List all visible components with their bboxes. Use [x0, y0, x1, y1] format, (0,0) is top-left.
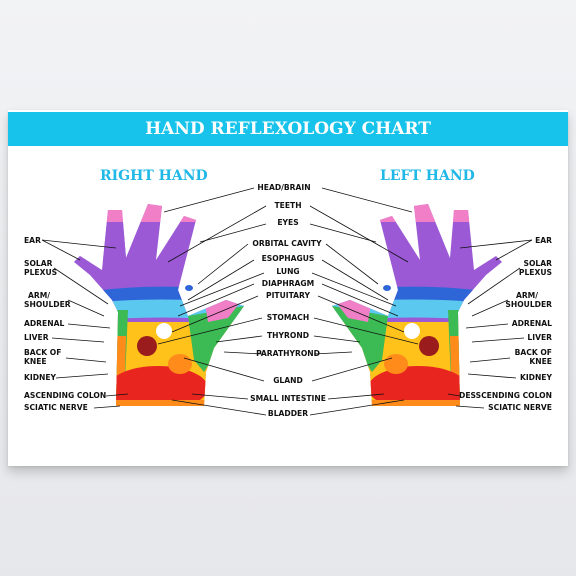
right-label-arm: ARM/: [28, 291, 51, 300]
leader-lines: [41, 187, 533, 416]
label-diaphragm: DIAPHRAGM: [261, 279, 315, 288]
left-label-arm: ARM/: [515, 291, 538, 300]
left-label-back: BACK OF: [514, 348, 552, 357]
label-pituitary: PITUITARY: [266, 291, 310, 300]
label-teeth: TEETH: [274, 201, 302, 210]
label-gland: GLAND: [273, 376, 303, 385]
left-label-sciatic: SCIATIC NERVE: [488, 403, 552, 412]
label-bladder: BLADDER: [267, 409, 309, 418]
left-label-shoulder: SHOULDER: [505, 300, 552, 309]
label-small-intestine: SMALL INTESTINE: [250, 394, 326, 403]
right-label-colon: ASCENDING COLON: [24, 391, 107, 400]
left-eye-dot: [383, 285, 391, 291]
right-label-sciatic: SCIATIC NERVE: [24, 403, 88, 412]
left-label-adrenal: ADRENAL: [511, 319, 552, 328]
left-label-knee: KNEE: [529, 357, 552, 366]
left-label-plexus: PLEXUS: [518, 268, 552, 277]
right-pituitary-dot: [156, 323, 172, 339]
right-stomach-dot: [137, 336, 157, 356]
chart-title: HAND REFLEXOLOGY CHART: [8, 112, 568, 146]
label-eyes: EYES: [277, 218, 299, 227]
right-label-plexus: PLEXUS: [24, 268, 58, 277]
left-pituitary-dot: [404, 323, 420, 339]
right-label-liver: LIVER: [24, 333, 49, 342]
right-label-kidney: KIDNEY: [24, 373, 57, 382]
left-hand-title: LEFT HAND: [380, 168, 475, 184]
right-label-ear: EAR: [24, 236, 41, 245]
left-label-solar: SOLAR: [523, 259, 553, 268]
label-head-brain: HEAD/BRAIN: [257, 183, 311, 192]
label-esophagus: ESOPHAGUS: [261, 254, 315, 263]
left-label-kidney: KIDNEY: [519, 373, 552, 382]
right-label-back: BACK OF: [24, 348, 62, 357]
label-lung: LUNG: [276, 267, 300, 276]
right-label-adrenal: ADRENAL: [24, 319, 65, 328]
right-label-solar: SOLAR: [24, 259, 53, 268]
left-label-colon: DESSCENDING COLON: [459, 391, 552, 400]
left-label-ear: EAR: [535, 236, 552, 245]
right-label-shoulder: SHOULDER: [24, 300, 71, 309]
right-eye-dot: [185, 285, 193, 291]
label-stomach: STOMACH: [266, 313, 310, 322]
hands-illustration: [41, 187, 533, 416]
label-thyrond: THYROND: [267, 331, 309, 340]
left-label-liver: LIVER: [527, 333, 552, 342]
reflexology-poster: HAND REFLEXOLOGY CHART RIGHT HAND LEFT H…: [8, 110, 568, 466]
right-label-knee: KNEE: [24, 357, 47, 366]
left-stomach-dot: [419, 336, 439, 356]
label-parathyrond: PARATHYROND: [256, 349, 320, 358]
right-hand-title: RIGHT HAND: [100, 168, 208, 184]
label-orbital-cavity: ORBITAL CAVITY: [252, 239, 322, 248]
